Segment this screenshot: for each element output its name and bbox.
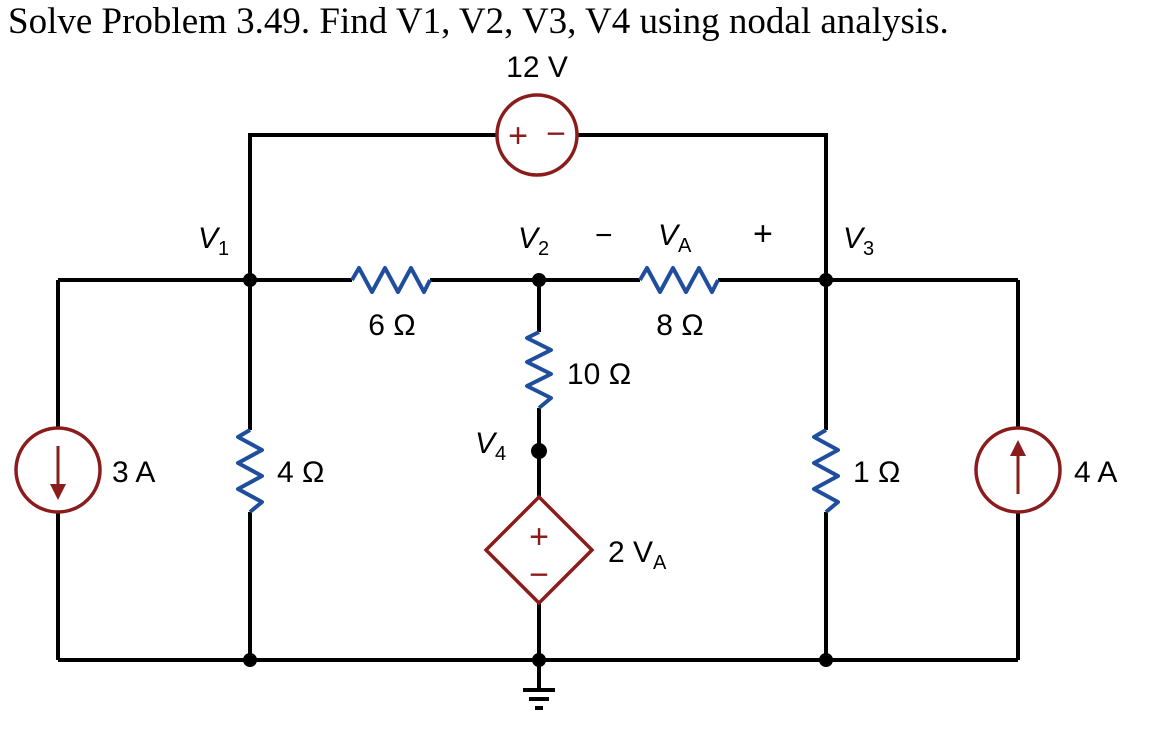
label-r1: 1 Ω bbox=[853, 456, 900, 489]
resistor-6ohm-icon bbox=[350, 266, 432, 294]
resistor-10ohm-icon bbox=[525, 330, 553, 410]
node-v3-dot bbox=[819, 273, 833, 287]
ground-node-right-dot bbox=[819, 653, 833, 667]
wires bbox=[56, 133, 1020, 690]
svg-text:−: − bbox=[529, 556, 549, 594]
label-va: VA bbox=[658, 219, 692, 257]
node-v1-dot bbox=[243, 273, 257, 287]
label-dependent-source: 2 VA bbox=[608, 536, 667, 574]
label-12v: 12 V bbox=[506, 51, 568, 84]
node-v2-dot bbox=[532, 273, 546, 287]
current-source-4a-icon bbox=[974, 426, 1062, 514]
ground-node-left-dot bbox=[243, 653, 257, 667]
svg-text:+: + bbox=[529, 518, 549, 556]
wire-top-right bbox=[577, 133, 828, 280]
label-4a: 4 A bbox=[1074, 456, 1117, 489]
label-v3: V3 bbox=[843, 222, 874, 260]
ground-icon bbox=[523, 688, 555, 710]
label-3a: 3 A bbox=[112, 456, 155, 489]
label-r10: 10 Ω bbox=[567, 358, 631, 391]
label-va-minus: − bbox=[595, 219, 613, 252]
label-v2: V2 bbox=[518, 222, 549, 260]
node-v4-dot bbox=[531, 443, 547, 459]
problem-statement: Solve Problem 3.49. Find V1, V2, V3, V4 … bbox=[8, 1, 949, 42]
voltage-source-12v-icon: + − bbox=[495, 93, 579, 177]
label-r4: 4 Ω bbox=[277, 456, 324, 489]
label-va-plus: + bbox=[753, 215, 773, 253]
resistor-8ohm-icon bbox=[638, 266, 720, 294]
current-source-3a-icon bbox=[14, 426, 102, 514]
label-r8: 8 Ω bbox=[656, 309, 703, 342]
dependent-voltage-source-icon: + − bbox=[483, 494, 595, 606]
svg-text:−: − bbox=[546, 115, 566, 153]
wire-top-left bbox=[248, 133, 497, 280]
label-r6: 6 Ω bbox=[368, 309, 415, 342]
resistor-1ohm-icon bbox=[812, 428, 840, 514]
ground-node-center-dot bbox=[532, 653, 546, 667]
label-v1: V1 bbox=[198, 222, 229, 260]
svg-text:+: + bbox=[508, 117, 528, 155]
label-v4: V4 bbox=[475, 427, 506, 465]
resistor-4ohm-icon bbox=[236, 428, 264, 514]
